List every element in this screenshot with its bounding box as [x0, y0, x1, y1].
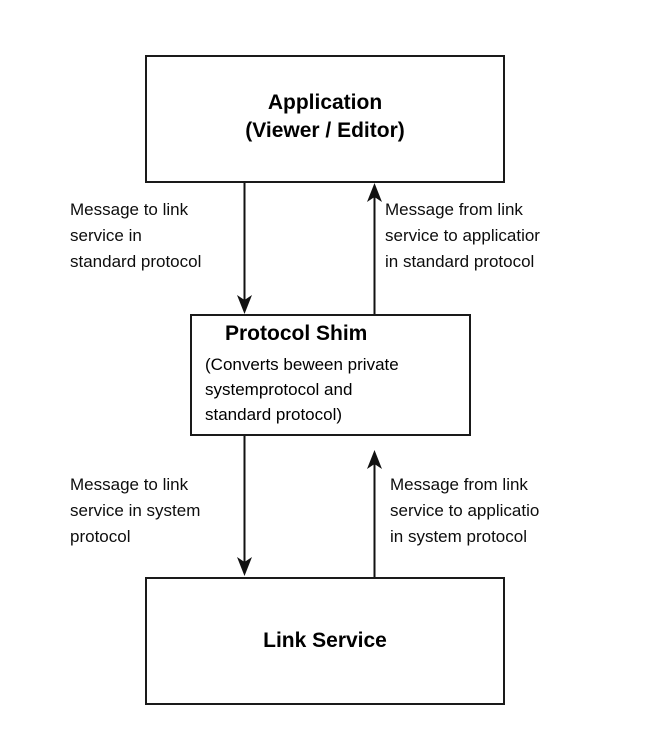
label-link-to-shim-line2: service to applicatio — [390, 501, 540, 520]
label-shim-to-link-line3: protocol — [70, 527, 131, 546]
arrow-link-to-shim — [367, 450, 382, 577]
label-shim-to-link-line1: Message to link — [70, 475, 189, 494]
protocol-shim-desc: (Converts beween private systemprotocol … — [205, 352, 399, 427]
label-app-to-shim-line1: Message to link — [70, 200, 189, 219]
arrow-app-to-shim — [237, 183, 252, 314]
label-shim-to-link: Message to link service in system protoc… — [70, 472, 200, 550]
label-app-to-shim-line2: service in — [70, 226, 142, 245]
node-protocol-shim — [190, 314, 471, 436]
label-shim-to-link-line2: service in system — [70, 501, 201, 520]
arrow-shim-to-link — [237, 436, 252, 576]
label-shim-to-app-line1: Message from link — [385, 200, 523, 219]
protocol-shim-title-wrap: Protocol Shim — [225, 320, 367, 348]
label-shim-to-app-line2: service to applicatior — [385, 226, 540, 245]
label-shim-to-app: Message from link service to applicatior… — [385, 197, 540, 275]
node-link-service: Link Service — [145, 577, 505, 705]
label-app-to-shim: Message to link service in standard prot… — [70, 197, 201, 275]
protocol-shim-desc-line1: (Converts beween private — [205, 355, 399, 374]
arrow-shim-to-app — [367, 183, 382, 314]
application-subtitle: (Viewer / Editor) — [245, 119, 405, 142]
label-link-to-shim-line3: in system protocol — [390, 527, 527, 546]
application-title: Application — [267, 91, 383, 114]
protocol-shim-title: Protocol Shim — [225, 322, 368, 345]
label-link-to-shim-line1: Message from link — [390, 475, 528, 494]
application-label-group: Application (Viewer / Editor) — [147, 89, 503, 145]
protocol-shim-desc-line3: standard protocol) — [205, 405, 343, 424]
node-application: Application (Viewer / Editor) — [145, 55, 505, 183]
protocol-shim-desc-line2: systemprotocol and — [205, 380, 353, 399]
label-shim-to-app-line3: in standard protocol — [385, 252, 535, 271]
label-link-to-shim: Message from link service to applicatio … — [390, 472, 539, 550]
label-app-to-shim-line3: standard protocol — [70, 252, 202, 271]
link-service-label-group: Link Service — [147, 627, 503, 655]
link-service-title: Link Service — [263, 629, 387, 652]
